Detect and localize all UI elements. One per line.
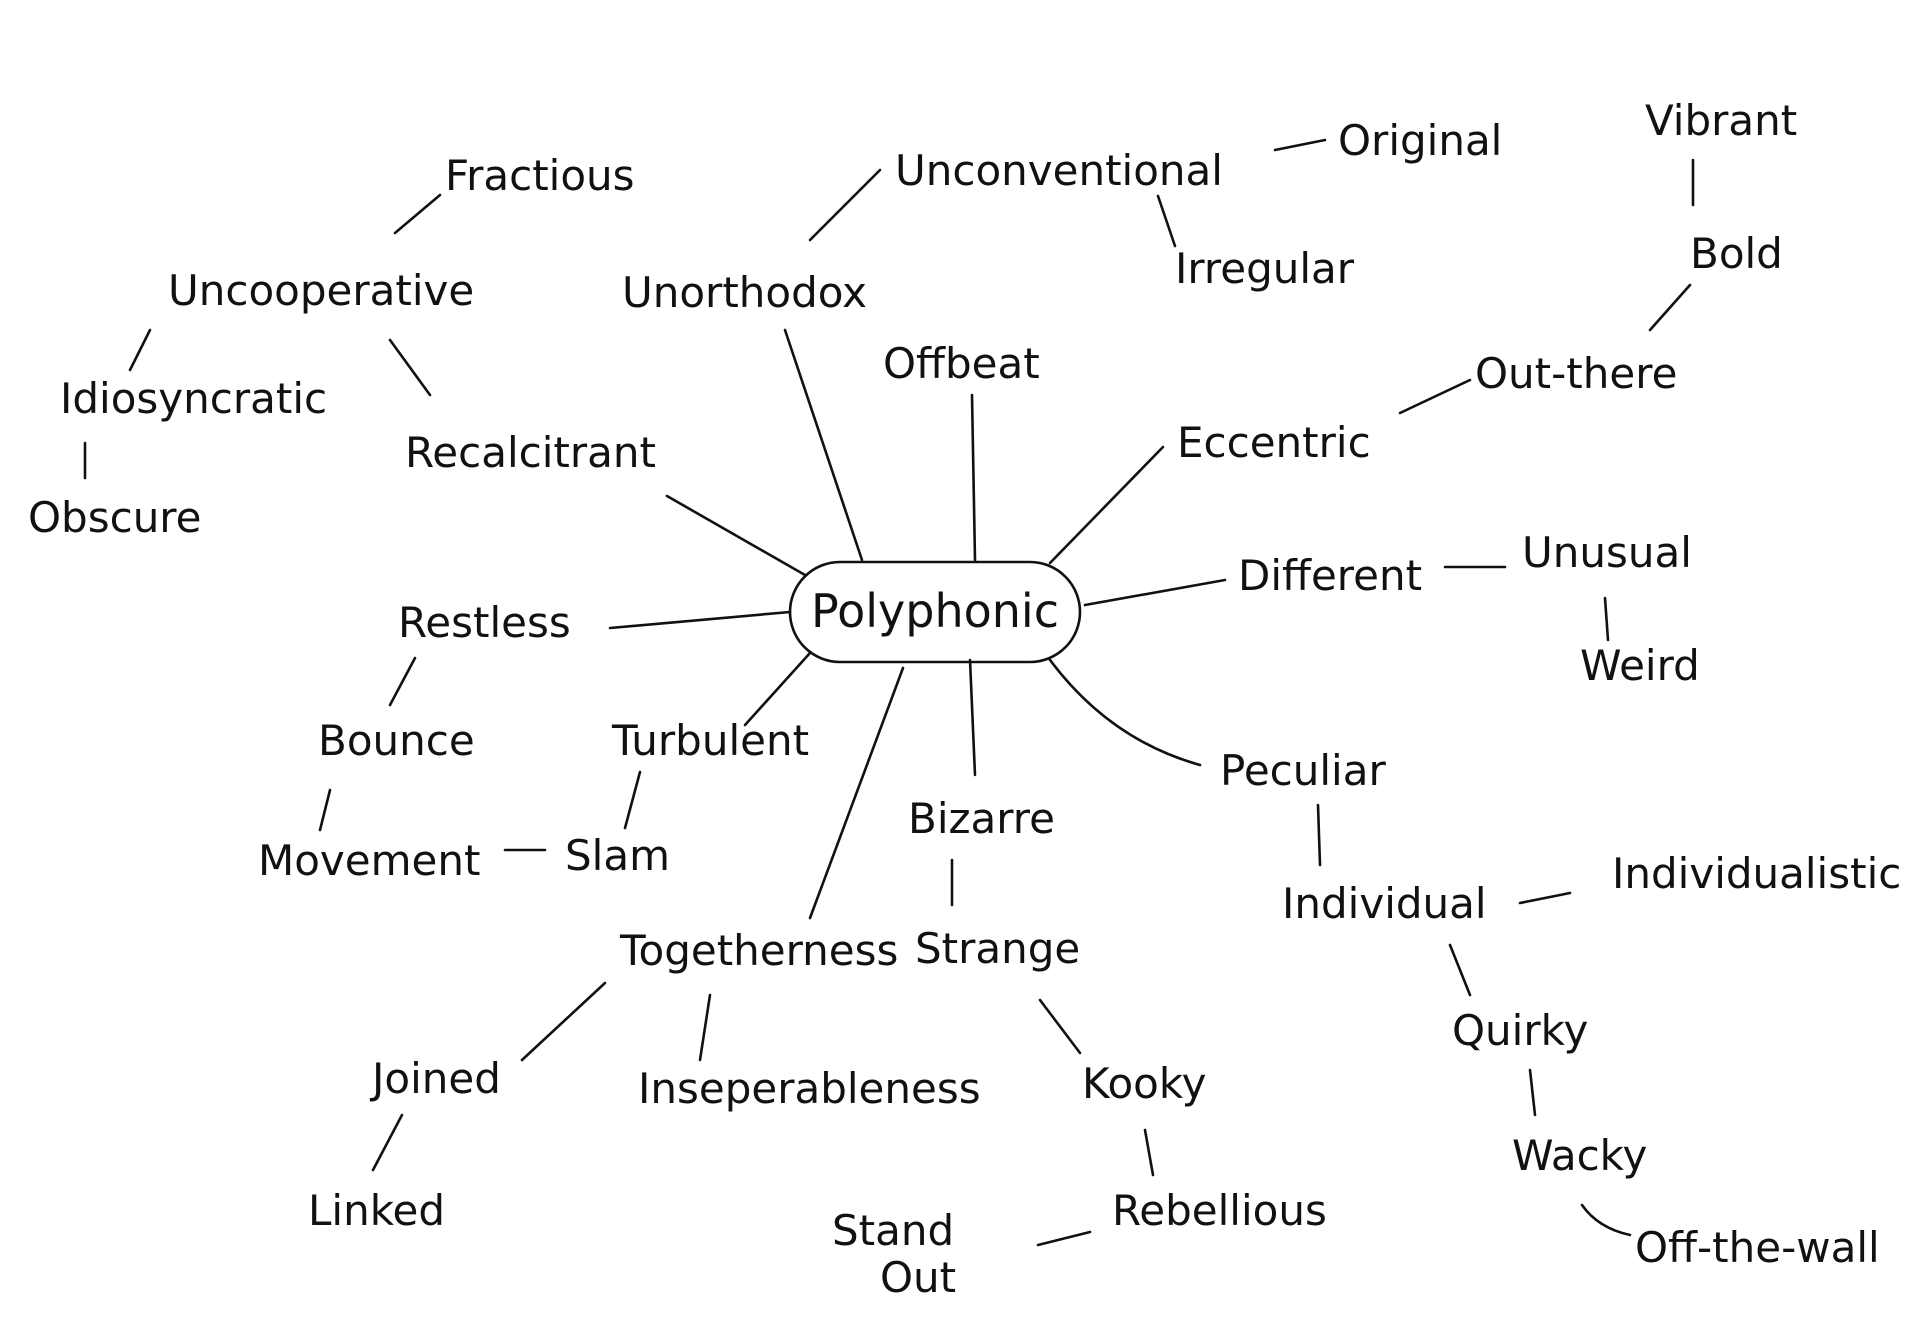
connector (393, 193, 442, 235)
connector (318, 788, 332, 832)
connector (808, 666, 905, 920)
connector (1448, 943, 1472, 997)
connector (371, 1113, 404, 1172)
word-bizarre: Bizarre (908, 794, 1055, 843)
word-unorthodox: Unorthodox (622, 268, 867, 317)
connector (1580, 1203, 1632, 1237)
word-obscure: Obscure (28, 493, 202, 542)
connector (1048, 445, 1165, 565)
word-unconventional: Unconventional (895, 146, 1223, 195)
connector (623, 770, 642, 830)
word-recalcitrant: Recalcitrant (405, 428, 656, 477)
connector (128, 328, 152, 372)
word-irregular: Irregular (1175, 244, 1355, 293)
word-restless: Restless (398, 598, 571, 647)
connector (1398, 378, 1472, 415)
word-joined: Joined (369, 1054, 501, 1103)
connector (783, 328, 864, 562)
connector (388, 338, 432, 397)
word-uncooperative: Uncooperative (168, 266, 474, 315)
connector (968, 658, 977, 777)
connector (608, 610, 792, 630)
connector (1036, 1230, 1092, 1247)
word-individual: Individual (1282, 879, 1487, 928)
connector (1648, 283, 1692, 332)
connector (1083, 578, 1227, 607)
connector (1316, 803, 1322, 867)
word-fractious: Fractious (445, 151, 635, 200)
words: Fractious Uncooperative Idiosyncratic Ob… (28, 96, 1901, 1302)
connector (1273, 138, 1327, 152)
connectors (83, 138, 1695, 1247)
connector (698, 993, 712, 1062)
word-togetherness: Togetherness (619, 926, 898, 975)
word-slam: Slam (565, 831, 670, 880)
word-original: Original (1338, 116, 1502, 165)
connector (388, 656, 417, 707)
connector (743, 651, 812, 727)
word-wacky: Wacky (1512, 1131, 1647, 1180)
word-off-the-wall: Off-the-wall (1635, 1223, 1880, 1272)
word-idiosyncratic: Idiosyncratic (60, 374, 327, 423)
word-unusual: Unusual (1522, 528, 1692, 577)
word-weird: Weird (1580, 641, 1700, 690)
word-peculiar: Peculiar (1220, 746, 1386, 795)
word-strange: Strange (915, 924, 1080, 973)
connector (1143, 1128, 1155, 1177)
connector (1038, 998, 1082, 1055)
connector (1156, 194, 1177, 248)
word-individualistic: Individualistic (1612, 849, 1901, 898)
word-vibrant: Vibrant (1645, 96, 1797, 145)
word-different: Different (1238, 551, 1422, 600)
connector (520, 981, 607, 1062)
word-eccentric: Eccentric (1177, 418, 1371, 467)
connector (1528, 1068, 1537, 1117)
connector (970, 393, 977, 562)
word-movement: Movement (258, 836, 480, 885)
word-bold: Bold (1690, 229, 1783, 278)
word-offbeat: Offbeat (883, 339, 1040, 388)
center-word: Polyphonic (811, 584, 1059, 638)
word-turbulent: Turbulent (611, 716, 809, 765)
word-bounce: Bounce (318, 716, 475, 765)
word-inseperableness: Inseperableness (638, 1064, 981, 1113)
word-kooky: Kooky (1082, 1059, 1207, 1108)
connector (665, 494, 807, 577)
connector (1518, 891, 1572, 905)
word-out: Out (880, 1253, 956, 1302)
word-linked: Linked (308, 1186, 445, 1235)
word-out-there: Out-there (1475, 349, 1677, 398)
word-quirky: Quirky (1452, 1006, 1588, 1055)
word-stand: Stand (832, 1206, 954, 1255)
connector (1048, 658, 1202, 767)
word-rebellious: Rebellious (1112, 1186, 1327, 1235)
connector (1603, 596, 1610, 642)
connector (808, 168, 882, 242)
